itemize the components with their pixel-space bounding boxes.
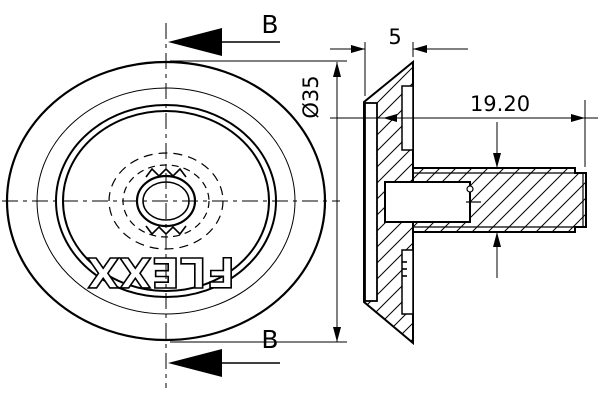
dim-arrow-icon: [571, 114, 585, 122]
shaft-detail-lines: [413, 172, 584, 228]
rim-strip: [364, 102, 378, 302]
dim-arrow-icon: [493, 153, 501, 168]
section-label-top: B: [261, 10, 278, 39]
dimension-outer-diameter: [170, 60, 347, 343]
bore-detail-circle: [466, 185, 474, 193]
dim-arrow-icon: [333, 327, 341, 342]
section-label-bottom: B: [261, 325, 278, 354]
section-arrow-top-icon: [168, 28, 222, 56]
centerlines: [2, 23, 340, 388]
hub-boss-bottom: [401, 249, 414, 315]
axle-bore: [384, 181, 471, 223]
dimension-shaft-length: [330, 100, 598, 167]
dim-arrow-icon: [413, 45, 427, 53]
dim-arrow-icon: [351, 45, 365, 53]
section-cutting-plane: B B: [168, 10, 280, 377]
boss-tick-marks: [402, 261, 407, 277]
dimension-value-outer-diameter: Ø35: [299, 75, 323, 118]
dim-arrow-icon: [383, 114, 397, 122]
section-arrow-bottom-icon: [168, 349, 222, 377]
dimension-value-flange-thickness: 5: [388, 25, 401, 49]
dimension-value-shaft-length: 19.20: [470, 92, 530, 116]
spline-bumps-top: [145, 167, 187, 178]
logo-text: FLEXX: [87, 248, 235, 296]
dimension-shaft-diameter: [493, 122, 501, 278]
dim-arrow-icon: [333, 62, 341, 77]
dimension-flange-thickness: [330, 42, 468, 96]
dim-arrow-icon: [493, 232, 501, 247]
